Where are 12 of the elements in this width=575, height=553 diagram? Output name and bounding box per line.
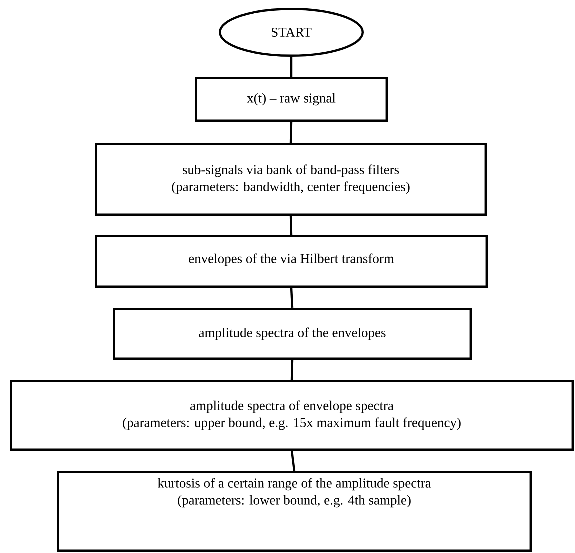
connector-line: [290, 122, 293, 144]
connector-line: [290, 360, 294, 380]
process-box: sub-signals via bank of band-pass filters (parameters: bandwidth, center frequencies): [95, 143, 487, 216]
connector-line: [290, 57, 293, 77]
connector-line: [290, 216, 293, 236]
process-box: amplitude spectra of envelope spectra (parameters: upper bound, e.g. 15x maximum fault frequency): [10, 380, 574, 451]
process-box: x(t) – raw signal: [195, 77, 388, 122]
process-box: kurtosis of a certain range of the amplitude spectra (parameters: lower bound, e.g. 4th sample): [57, 471, 532, 552]
process-box: amplitude spectra of the envelopes: [113, 308, 472, 360]
process-box: envelopes of the via Hilbert transform: [95, 235, 488, 288]
connector-line: [290, 288, 294, 308]
connector-line: [290, 450, 296, 472]
